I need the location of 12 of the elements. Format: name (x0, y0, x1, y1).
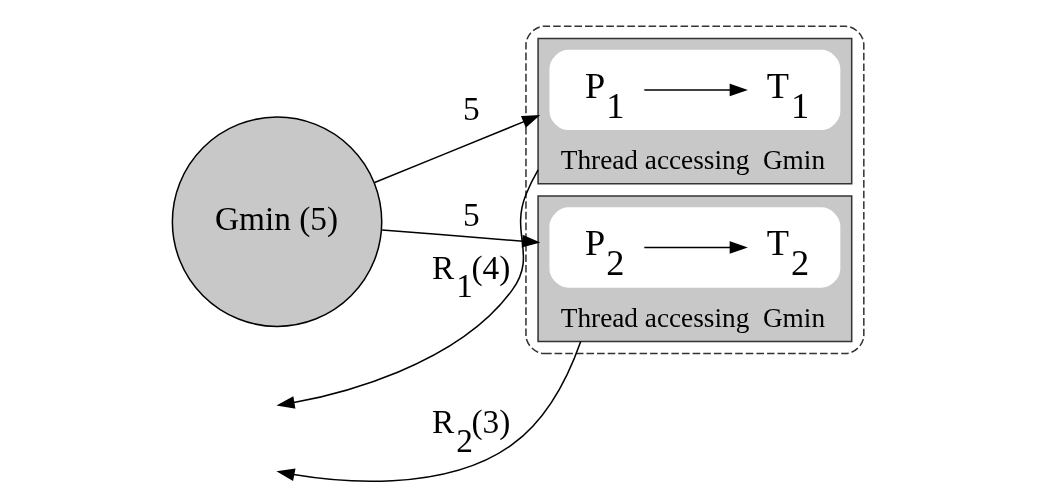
arrow (381, 229, 541, 248)
edge-label: 5 (463, 195, 480, 233)
cluster (549, 207, 841, 288)
cluster (549, 49, 841, 131)
cluster (525, 25, 865, 355)
edge-label: 5 (463, 89, 480, 127)
arrow (643, 83, 748, 97)
arrow (643, 241, 748, 254)
arrow (276, 340, 582, 483)
node-circle: Gmin (5) (171, 116, 383, 328)
arrow (373, 115, 541, 184)
arrow (276, 169, 539, 409)
